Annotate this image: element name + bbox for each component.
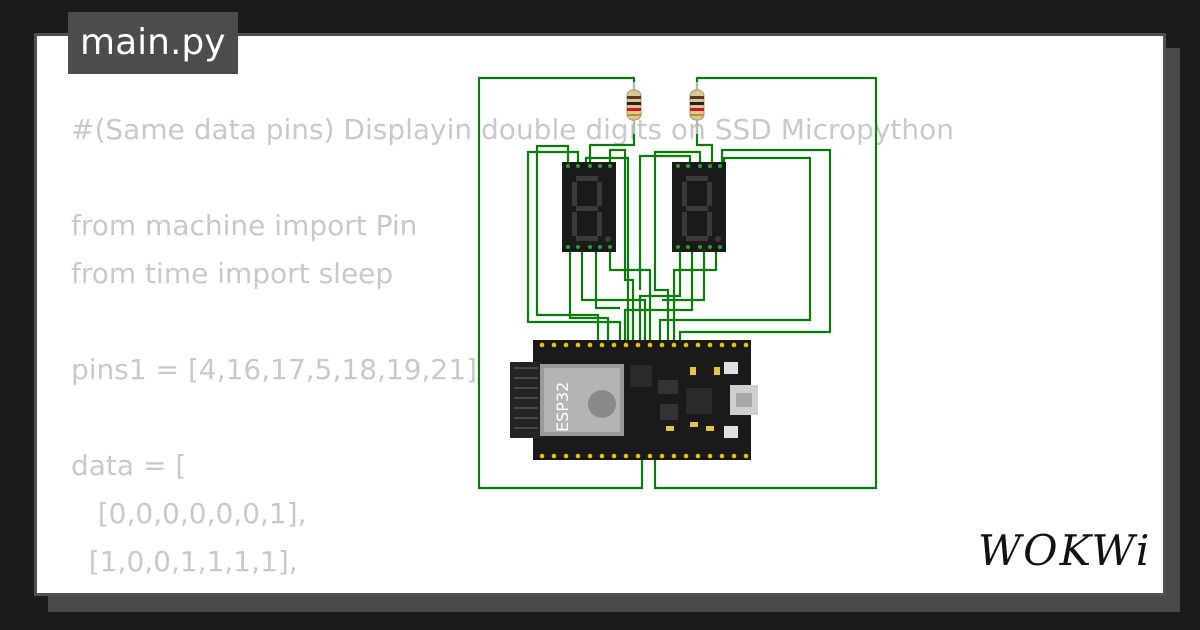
code-preview: #(Same data pins) Displayin double digit… [71,106,955,593]
seven-segment-display-1[interactable] [562,162,616,252]
resistor-2[interactable] [689,82,705,134]
code-line: [0,0,0,0,0,0,1], [71,497,307,530]
code-line: pins1 = [4,16,17,5,18,19,21] [71,353,477,386]
code-line: from machine import Pin [71,209,418,242]
chip-label: ESP32 [553,382,572,432]
code-line: [1,0,0,1,1,1,1], [71,545,298,578]
file-tab[interactable]: main.py [68,12,238,74]
seven-segment-display-2[interactable] [672,162,726,252]
wires [477,76,878,490]
esp32-board[interactable]: ESP32 [510,340,758,460]
code-line: from time import sleep [71,257,394,290]
preview-card: #(Same data pins) Displayin double digit… [34,33,1166,596]
wokwi-logo: WOKWi [978,526,1152,575]
resistor-1[interactable] [626,82,642,134]
top-pin-header[interactable] [539,342,749,348]
code-line: #(Same data pins) Displayin double digit… [71,113,955,146]
code-line: data = [ [71,449,187,482]
bottom-pin-header[interactable] [539,453,749,459]
